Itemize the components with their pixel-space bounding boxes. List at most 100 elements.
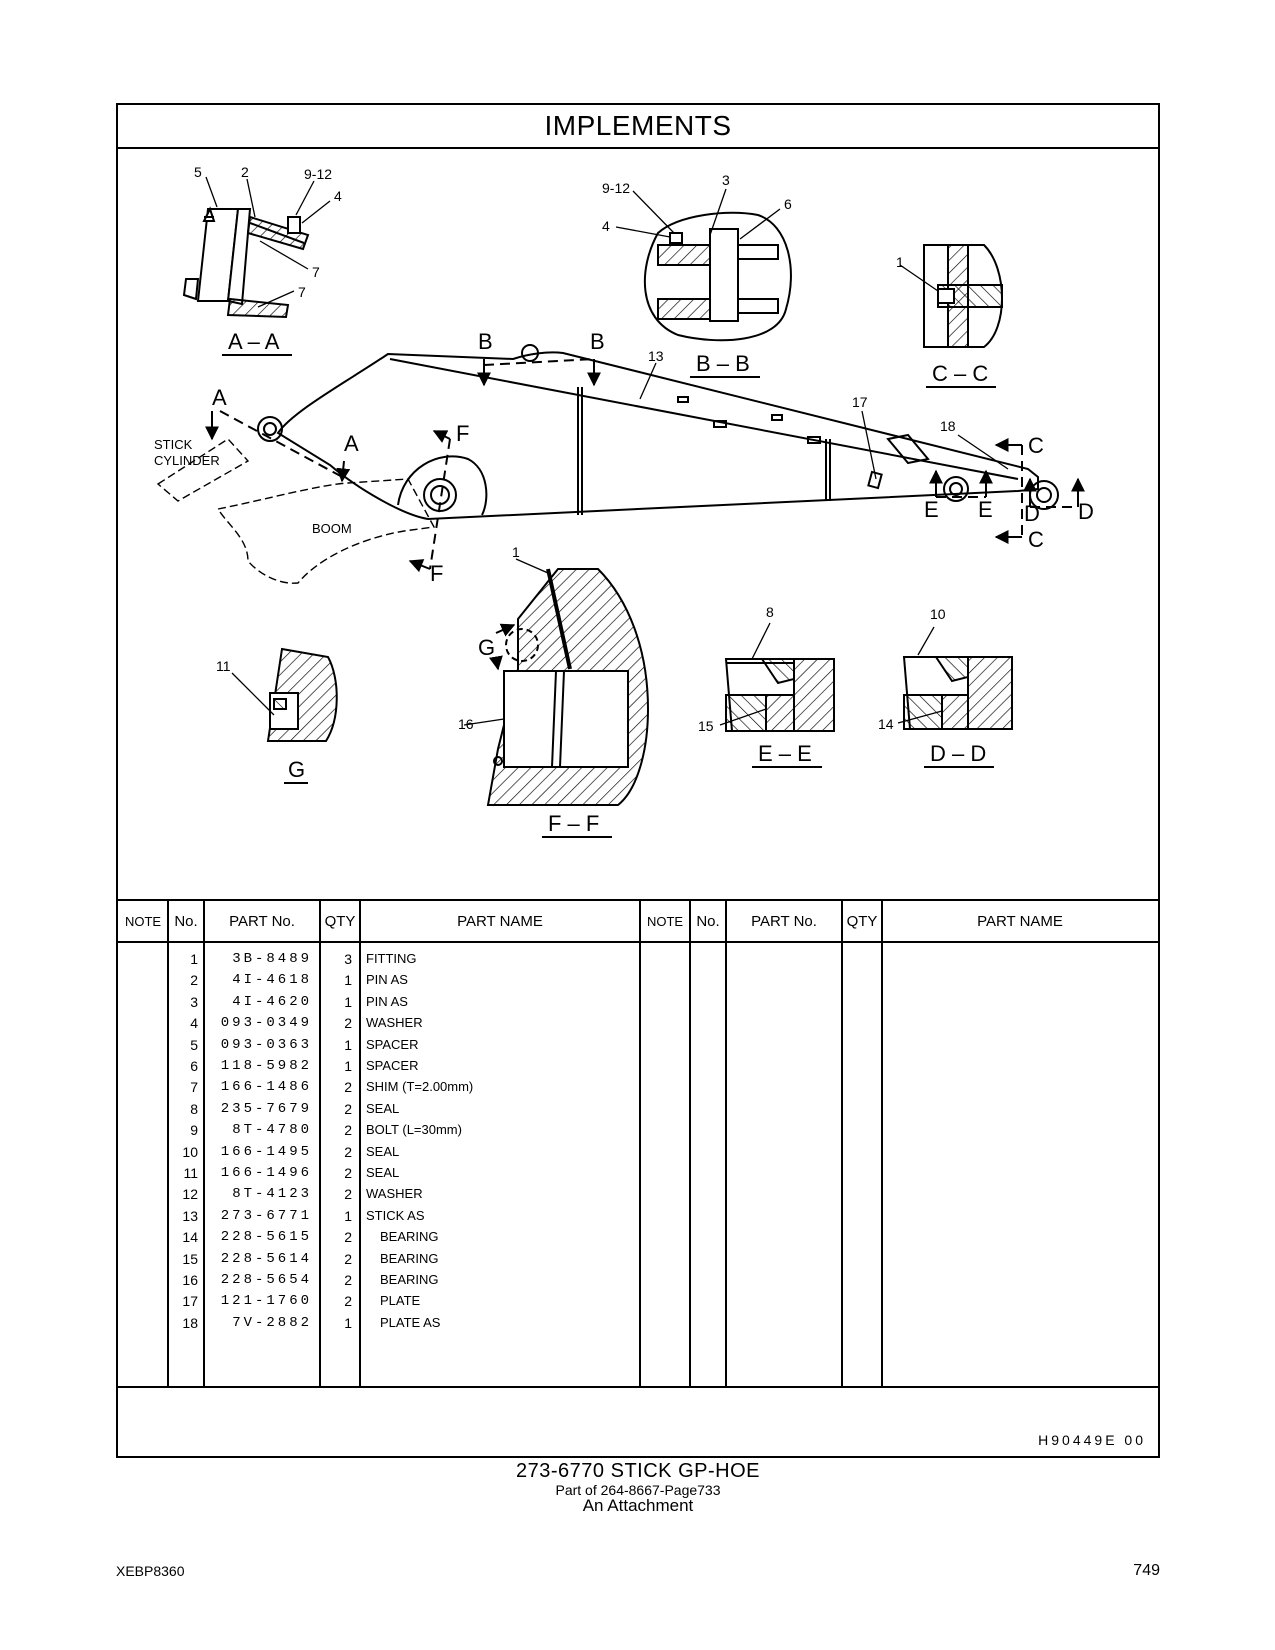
callout-7b: 7 — [298, 284, 306, 300]
col-divider — [359, 899, 361, 1386]
callout-9-12-aa: 9-12 — [304, 166, 332, 182]
section-letter-c-bottom: C — [1028, 527, 1044, 552]
callout-6: 6 — [784, 196, 792, 212]
caption-attachment: An Attachment — [582, 1496, 694, 1515]
view-e-e — [724, 658, 835, 732]
caption-subtitle: Part of 264-8667-Page733 — [555, 1482, 721, 1498]
col-divider — [725, 899, 727, 1386]
row-part-number: 228-5614 — [220, 1250, 312, 1267]
row-quantity: 2 — [344, 1272, 352, 1288]
row-part-name: WASHER — [366, 1186, 423, 1202]
row-quantity: 2 — [344, 1015, 352, 1032]
row-part-name: SHIM (T=2.00mm) — [366, 1079, 474, 1095]
row-part-number: 121-1760 — [220, 1293, 312, 1310]
view-f-f — [486, 568, 650, 806]
section-letter-b-right: B — [590, 329, 605, 354]
row-quantity: 1 — [344, 972, 352, 989]
section-letter-c-top: C — [1028, 433, 1044, 458]
view-a-a — [182, 206, 310, 319]
row-part-number: 8T-4123 — [232, 1186, 312, 1203]
row-number: 7 — [190, 1079, 198, 1096]
row-number: 5 — [190, 1036, 198, 1053]
col-divider — [841, 899, 843, 1386]
stick-assembly — [257, 344, 1059, 521]
row-number: 17 — [182, 1293, 198, 1310]
header-part-name-right: PART NAME — [977, 912, 1063, 930]
row-number: 11 — [183, 1165, 198, 1181]
row-part-name: SEAL — [366, 1165, 400, 1180]
row-part-number: 8T-4780 — [232, 1122, 312, 1139]
section-letter-d-right: D — [1078, 499, 1094, 524]
callout-14: 14 — [878, 716, 894, 732]
col-divider — [639, 899, 641, 1386]
row-quantity: 1 — [344, 1314, 352, 1331]
view-c-c — [923, 244, 1003, 348]
row-number: 9 — [190, 1122, 198, 1139]
view-label-b-b: B – B — [696, 351, 750, 376]
header-no-right: No. — [696, 912, 720, 930]
row-part-number: 3B-8489 — [232, 951, 312, 967]
drawing-footer: H90449E 00 — [118, 1386, 1158, 1458]
callout-8: 8 — [766, 604, 774, 620]
row-number: 16 — [182, 1272, 198, 1288]
section-letter-e-right: E — [978, 497, 993, 522]
row-quantity: 1 — [344, 1207, 352, 1224]
row-part-number: 166-1495 — [220, 1143, 312, 1160]
row-quantity: 2 — [344, 1100, 352, 1117]
parts-table-header: NOTE No. PART No. QTY PART NAME NOTE No.… — [118, 899, 1158, 943]
header-qty-right: QTY — [846, 912, 878, 930]
row-quantity: 2 — [344, 1229, 352, 1246]
col-divider — [319, 899, 321, 1386]
row-part-number: 166-1496 — [220, 1165, 312, 1181]
row-number: 14 — [182, 1229, 198, 1246]
row-part-number: 118-5982 — [220, 1058, 312, 1074]
row-number: 12 — [182, 1186, 198, 1203]
header-qty-left: QTY — [324, 912, 356, 930]
callout-2: 2 — [241, 164, 249, 180]
header-part-no-left: PART No. — [229, 912, 295, 930]
callout-7a: 7 — [312, 264, 320, 280]
detail-g — [266, 647, 338, 742]
callout-18: 18 — [940, 418, 956, 434]
row-part-number: 093-0349 — [220, 1015, 312, 1032]
header-note-right: NOTE — [646, 913, 684, 929]
row-number: 1 — [190, 951, 198, 967]
document-id: XEBP8360 — [116, 1563, 185, 1579]
row-number: 2 — [190, 972, 198, 989]
view-label-a-a: A – A — [228, 329, 280, 354]
page-number: 749 — [1133, 1562, 1160, 1579]
view-b-b — [643, 211, 792, 342]
row-part-number: 4I-4620 — [232, 993, 312, 1010]
stick-diagram-svg: 5 2 9-12 4 7 7 A – A — [154, 164, 1094, 838]
stick-cylinder-label-1: STICK — [154, 437, 193, 452]
view-d-d — [902, 656, 1013, 730]
boom-label: BOOM — [312, 521, 352, 536]
row-part-name: SPACER — [366, 1036, 419, 1052]
callout-5: 5 — [194, 164, 202, 180]
section-cut-lines — [205, 358, 1085, 573]
exploded-diagram: 5 2 9-12 4 7 7 A – A — [118, 149, 1158, 899]
main-leaders — [639, 362, 1009, 480]
callout-4-bb: 4 — [602, 218, 610, 234]
row-quantity: 2 — [344, 1079, 352, 1096]
callout-13: 13 — [648, 348, 664, 364]
col-divider — [203, 899, 205, 1386]
callout-11: 11 — [216, 658, 231, 674]
callout-9-12-bb: 9-12 — [602, 180, 630, 196]
callout-3: 3 — [722, 172, 730, 188]
row-part-name: BOLT (L=30mm) — [366, 1122, 462, 1138]
header-part-name-left: PART NAME — [457, 912, 543, 930]
table-row: 11 166-1496 2 SEAL — [118, 1163, 1158, 1184]
row-number: 13 — [182, 1207, 198, 1224]
callout-15: 15 — [698, 718, 714, 734]
row-part-name: PIN AS — [366, 993, 408, 1009]
row-part-name: STICK AS — [366, 1207, 425, 1223]
row-part-number: 4I-4618 — [232, 972, 312, 989]
row-quantity: 2 — [344, 1165, 352, 1181]
